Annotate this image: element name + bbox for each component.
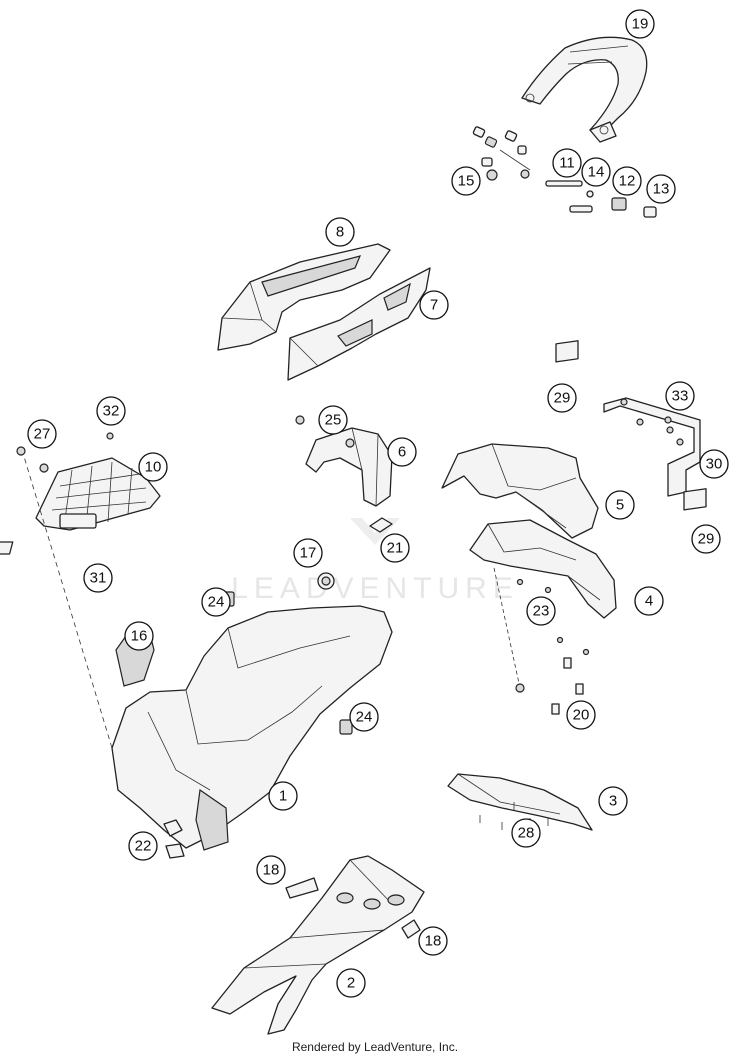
callout-15: 15 — [451, 166, 481, 196]
part-mounting-plate — [0, 432, 161, 749]
svg-text:27: 27 — [34, 426, 51, 443]
part-hardware-set — [472, 126, 657, 218]
svg-text:32: 32 — [103, 403, 120, 420]
callout-2: 2 — [336, 968, 366, 998]
part-under-tray — [211, 855, 425, 1035]
svg-text:19: 19 — [632, 16, 649, 33]
svg-text:24: 24 — [356, 709, 373, 726]
svg-text:20: 20 — [573, 707, 590, 724]
callout-28: 28 — [511, 818, 541, 848]
svg-text:5: 5 — [616, 497, 624, 514]
callout-33: 33 — [665, 381, 695, 411]
svg-text:25: 25 — [325, 412, 342, 429]
svg-text:10: 10 — [145, 459, 162, 476]
callout-22: 22 — [128, 831, 158, 861]
svg-text:24: 24 — [208, 594, 225, 611]
svg-text:8: 8 — [336, 224, 344, 241]
callout-24-top: 24 — [201, 587, 231, 617]
callout-27: 27 — [27, 419, 57, 449]
callout-8: 8 — [325, 217, 355, 247]
callout-23: 23 — [526, 596, 556, 626]
svg-text:12: 12 — [619, 173, 636, 190]
svg-text:15: 15 — [458, 173, 475, 190]
callout-21: 21 — [380, 533, 410, 563]
svg-text:28: 28 — [518, 825, 535, 842]
svg-text:22: 22 — [135, 838, 152, 855]
part-grab-handle — [521, 36, 648, 143]
svg-text:3: 3 — [609, 793, 617, 810]
callout-5: 5 — [605, 490, 635, 520]
part-upper-bracket — [441, 443, 599, 539]
svg-text:13: 13 — [653, 181, 670, 198]
part-bracket-cover — [295, 415, 393, 533]
svg-text:30: 30 — [706, 456, 723, 473]
svg-text:7: 7 — [430, 297, 438, 314]
callout-12: 12 — [612, 166, 642, 196]
svg-text:16: 16 — [131, 628, 148, 645]
svg-text:14: 14 — [588, 164, 605, 181]
part-lower-bracket — [469, 519, 617, 715]
callout-14: 14 — [581, 157, 611, 187]
svg-text:29: 29 — [698, 531, 715, 548]
part-seat-cowl — [217, 243, 391, 351]
watermark-text: LEADVENTURE — [231, 572, 519, 605]
part-license-bracket — [555, 340, 707, 511]
svg-text:33: 33 — [672, 388, 689, 405]
callout-7: 7 — [419, 290, 449, 320]
svg-text:29: 29 — [554, 390, 571, 407]
callout-20: 20 — [566, 700, 596, 730]
watermark-logo: LEADVENTURE — [231, 518, 519, 605]
callout-29-top: 29 — [547, 383, 577, 413]
callout-19: 19 — [625, 9, 655, 39]
svg-text:18: 18 — [263, 862, 280, 879]
callout-18-left: 18 — [256, 855, 286, 885]
callout-31: 31 — [83, 563, 113, 593]
svg-text:2: 2 — [347, 975, 355, 992]
callout-17: 17 — [293, 538, 323, 568]
callout-13: 13 — [646, 174, 676, 204]
svg-text:23: 23 — [533, 603, 550, 620]
svg-text:17: 17 — [300, 545, 317, 562]
callout-4: 4 — [634, 586, 664, 616]
svg-text:31: 31 — [90, 570, 107, 587]
callout-3: 3 — [598, 786, 628, 816]
svg-text:4: 4 — [645, 593, 653, 610]
svg-text:1: 1 — [279, 788, 287, 805]
callout-6: 6 — [387, 437, 417, 467]
svg-text:6: 6 — [398, 444, 406, 461]
svg-text:18: 18 — [425, 933, 442, 950]
callout-32: 32 — [96, 396, 126, 426]
part-clips — [163, 819, 185, 859]
part-rear-fender — [111, 572, 393, 851]
callout-18-right: 18 — [418, 926, 448, 956]
svg-text:11: 11 — [559, 155, 575, 172]
callout-29-bottom: 29 — [691, 524, 721, 554]
callout-10: 10 — [138, 452, 168, 482]
callout-30: 30 — [699, 449, 729, 479]
part-seat-panel — [287, 267, 431, 381]
callout-1: 1 — [268, 781, 298, 811]
svg-text:21: 21 — [387, 540, 404, 557]
callout-24-bottom: 24 — [349, 702, 379, 732]
callout-16: 16 — [124, 621, 154, 651]
callout-11: 11 — [552, 148, 582, 178]
footer-credit: Rendered by LeadVenture, Inc. — [291, 1040, 459, 1054]
callout-25: 25 — [318, 405, 348, 435]
